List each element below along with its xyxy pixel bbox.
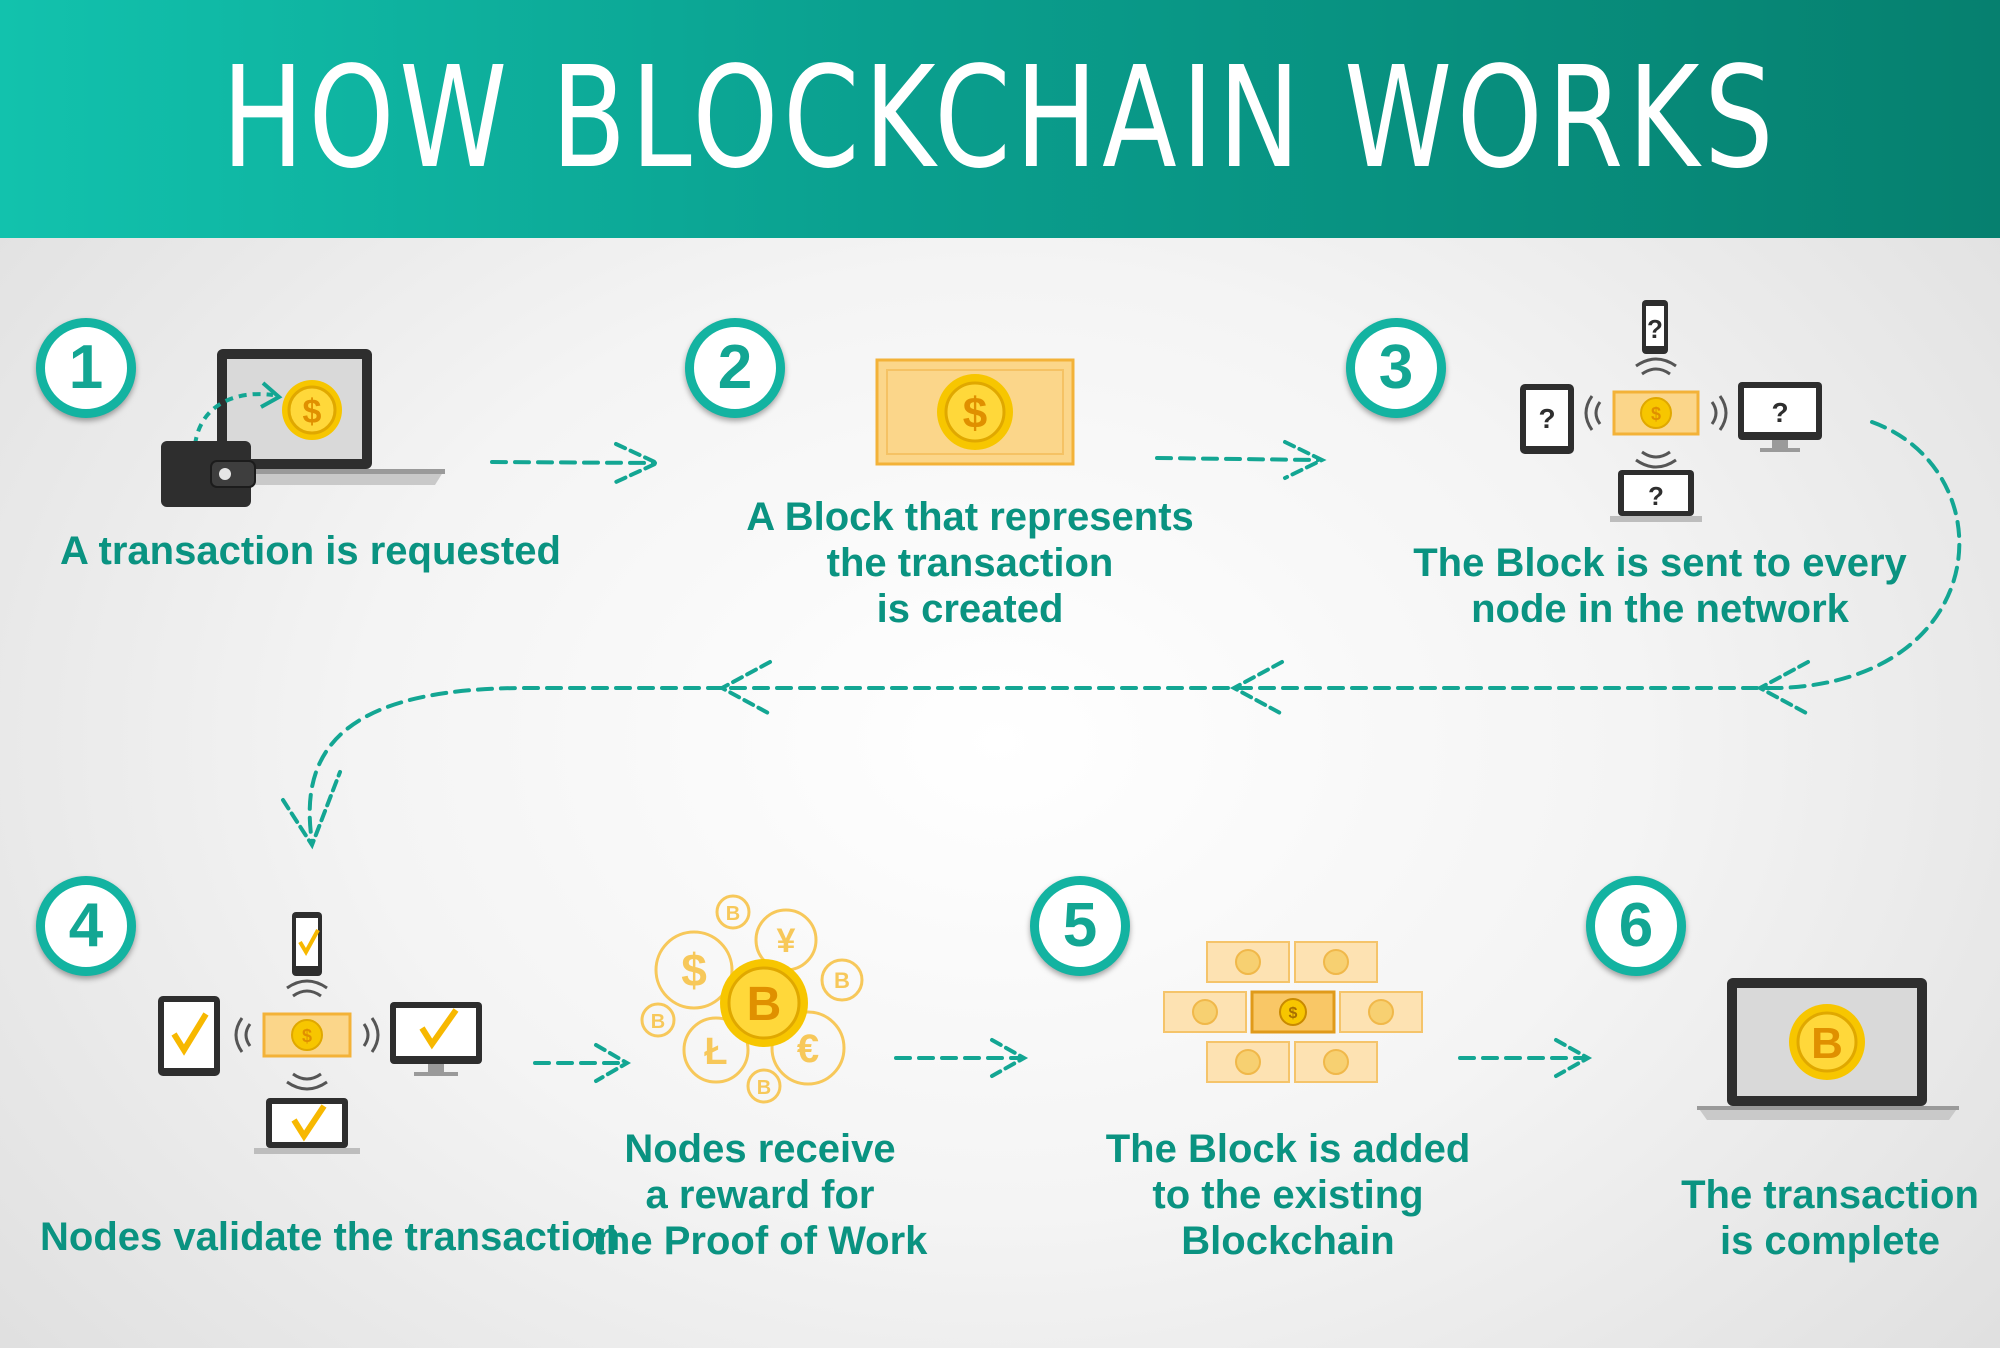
step-2-number: 2 [717, 333, 753, 402]
device-mark-laptop: ? [1648, 481, 1664, 511]
coin-symbol-reward-euro: € [797, 1027, 819, 1071]
step-4-caption-line: Nodes validate the transaction [40, 1215, 621, 1259]
step-5-number: 5 [1062, 891, 1098, 960]
device-mark-desktop: ? [1771, 397, 1788, 428]
arrowhead-6 [281, 770, 342, 850]
coin-symbol-step5: $ [1289, 1005, 1298, 1022]
header-banner: HOW BLOCKCHAIN WORKS [0, 0, 2000, 238]
arrowhead-9 [1554, 1038, 1593, 1078]
step-1-badge: 1 [36, 318, 136, 418]
network-validation-icon: $ [158, 912, 482, 1154]
coin-symbol-step2: $ [963, 389, 987, 438]
step-3-badge: 3 [1346, 318, 1446, 418]
arrowhead-4 [1229, 660, 1284, 716]
step-2-badge: 2 [685, 318, 785, 418]
arrowhead-8 [990, 1038, 1029, 1078]
step-6-caption-line-2: is complete [1719, 1219, 1941, 1263]
arrow-step3-down [1778, 420, 1962, 690]
block-banknote-icon: $ [875, 358, 1075, 466]
coin-symbol-reward-yen: ¥ [777, 922, 796, 960]
page-title: HOW BLOCKCHAIN WORKS [221, 37, 1779, 200]
step-6-caption: The transaction is complete [1680, 1172, 1980, 1264]
step-3-caption: The Block is sent to every node in the n… [1410, 540, 1910, 632]
step-6-number: 6 [1618, 891, 1654, 960]
reward-caption: Nodes receive a reward for the Proof of … [560, 1126, 960, 1264]
arrowhead-1 [614, 442, 662, 484]
device-mark-tablet: ? [1538, 403, 1555, 434]
laptop-bitcoin-icon: B [1697, 978, 1959, 1120]
step-2-caption-line-3: is created [876, 587, 1064, 631]
step-3-caption-line-1: The Block is sent to every [1413, 541, 1907, 585]
step-2-caption-line-1: A Block that represents [746, 495, 1194, 539]
step-5-caption-line-3: Blockchain [1181, 1219, 1395, 1263]
arrow-to-step4 [307, 686, 1782, 844]
coin-symbol-reward-b: B [834, 968, 850, 993]
step-4-badge: 4 [36, 876, 136, 976]
step-5-caption-line-1: The Block is added [1105, 1127, 1471, 1171]
step-2-caption: A Block that represents the transaction … [720, 494, 1220, 632]
step-1-caption-line: A transaction is requested [60, 529, 561, 573]
device-mark-phone: ? [1647, 314, 1663, 344]
coin-symbol-reward-a: B [726, 903, 740, 925]
step-5-badge: 5 [1030, 876, 1130, 976]
step-4-number: 4 [68, 891, 104, 960]
step-1-caption: A transaction is requested [60, 528, 561, 574]
step-5-caption: The Block is added to the existing Block… [1088, 1126, 1488, 1264]
coin-symbol-step3: $ [1651, 404, 1661, 424]
coin-symbol-reward-c: B [651, 1011, 665, 1033]
wallet-laptop-transfer-icon: $ [161, 349, 445, 507]
step-5-caption-line-2: to the existing [1152, 1173, 1424, 1217]
step-4-caption: Nodes validate the transaction [40, 1214, 621, 1260]
coin-symbol-step6: B [1811, 1019, 1843, 1068]
coin-symbol-reward-d: B [757, 1077, 771, 1099]
reward-caption-line-1: Nodes receive [624, 1127, 896, 1171]
step-3-caption-line-2: node in the network [1471, 587, 1849, 631]
arrowhead-7 [594, 1043, 631, 1083]
reward-caption-line-2: a reward for [645, 1173, 875, 1217]
coins-reward-icon: B ¥ $ B B Ł € B B [640, 894, 864, 1104]
coin-symbol-step1: $ [303, 393, 322, 431]
arrowhead-3 [1755, 660, 1810, 716]
arrow-step1-to-step2 [490, 460, 657, 465]
step-2-caption-line-2: the transaction [826, 541, 1114, 585]
network-broadcast-icon: ? ? ? ? $ [1520, 300, 1822, 522]
step-6-badge: 6 [1586, 876, 1686, 976]
coin-symbol-reward-litecoin: Ł [704, 1031, 727, 1073]
arrowhead-5 [717, 660, 772, 716]
step-6-caption-line-1: The transaction [1681, 1173, 1979, 1217]
step-1-number: 1 [68, 333, 104, 402]
step-3-number: 3 [1378, 333, 1414, 402]
arrow-step2-to-step3 [1155, 456, 1320, 462]
reward-caption-line-3: the Proof of Work [592, 1219, 928, 1263]
arrowhead-2 [1283, 440, 1327, 480]
blockchain-wall-icon: $ [1163, 941, 1423, 1083]
coin-symbol-reward-dollar: $ [681, 944, 707, 996]
coin-symbol-step4: $ [302, 1026, 312, 1046]
coin-symbol-reward-bitcoin: B [747, 978, 782, 1031]
